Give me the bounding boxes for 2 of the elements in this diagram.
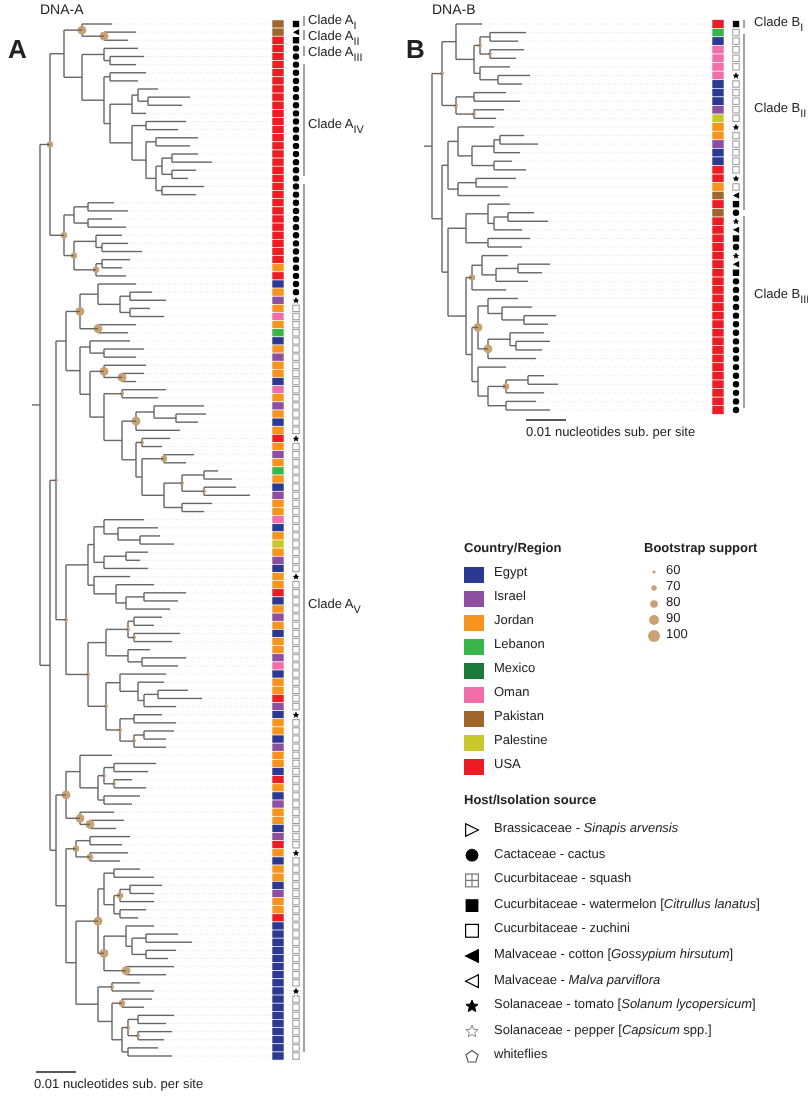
panel-letter: A [8, 36, 27, 62]
panel-letter: B [406, 36, 425, 62]
